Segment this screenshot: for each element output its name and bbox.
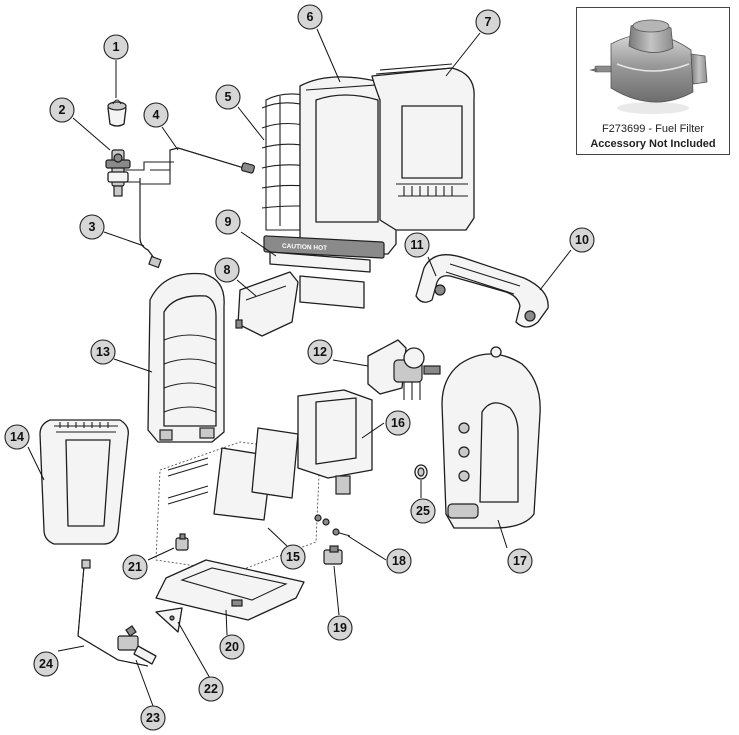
leader-lines (27, 28, 572, 707)
part-17-side-housing (441, 346, 541, 529)
callout-13: 13 (90, 339, 116, 365)
part-18-screws (314, 514, 351, 537)
svg-text:18: 18 (392, 554, 406, 568)
callout-1: 1 (103, 34, 129, 60)
callout-22: 22 (198, 676, 224, 702)
part-1-regulator-cap (107, 99, 127, 127)
svg-text:21: 21 (128, 560, 142, 574)
part-20-base-tray (155, 559, 305, 621)
svg-text:10: 10 (575, 233, 589, 247)
svg-text:20: 20 (225, 640, 239, 654)
part-13-rear-housing (147, 272, 225, 443)
callout-10: 10 (569, 227, 595, 253)
callout-19: 19 (327, 615, 353, 641)
svg-text:3: 3 (89, 220, 96, 234)
part-7-back-frame (371, 63, 475, 231)
part-16-burner-box (297, 389, 373, 495)
svg-text:7: 7 (485, 15, 492, 29)
callout-8: 8 (214, 257, 240, 283)
callout-15: 15 (280, 544, 306, 570)
svg-text:2: 2 (59, 103, 66, 117)
callout-3: 3 (79, 214, 105, 240)
callout-25: 25 (410, 498, 436, 524)
svg-text:23: 23 (146, 711, 160, 725)
part-15-radiant-panel-group (155, 427, 321, 573)
svg-text:12: 12 (313, 345, 327, 359)
part-12-burner-assembly (367, 339, 441, 400)
svg-text:14: 14 (10, 430, 24, 444)
callout-18: 18 (386, 548, 412, 574)
callout-7: 7 (475, 9, 501, 35)
callout-21: 21 (122, 554, 148, 580)
accessory-part-number: F273699 - Fuel Filter (601, 123, 705, 135)
svg-text:5: 5 (225, 90, 232, 104)
part-3-tube (139, 178, 162, 269)
callout-5: 5 (215, 84, 241, 110)
part-6-front-housing: CAUTION HOT (263, 76, 397, 259)
callout-6: 6 (297, 4, 323, 30)
svg-text:22: 22 (204, 682, 218, 696)
callout-16: 16 (385, 410, 411, 436)
part-4-hose-line (140, 147, 255, 185)
callout-11: 11 (404, 232, 430, 258)
fuel-filter-icon (589, 19, 708, 114)
svg-text:19: 19 (333, 621, 347, 635)
part-22-bracket (155, 607, 183, 633)
callout-4: 4 (143, 102, 169, 128)
callout-14: 14 (4, 424, 30, 450)
part-21-clip (175, 533, 189, 551)
svg-text:13: 13 (96, 345, 110, 359)
accessory-panel: F273699 - Fuel Filter Accessory Not Incl… (576, 7, 730, 155)
accessory-note: Accessory Not Included (590, 138, 716, 150)
callout-20: 20 (219, 634, 245, 660)
svg-text:24: 24 (39, 657, 53, 671)
svg-text:11: 11 (410, 238, 423, 252)
part-2-valve-assembly (105, 149, 174, 197)
callout-12: 12 (307, 339, 333, 365)
part-23-24-pilot-assembly (77, 559, 157, 667)
part-14-grill-frame (39, 419, 129, 545)
svg-text:17: 17 (513, 554, 527, 568)
svg-text:6: 6 (307, 10, 314, 24)
svg-text:25: 25 (416, 504, 430, 518)
part-8-heat-shield (235, 271, 299, 337)
svg-text:16: 16 (391, 416, 405, 430)
caution-hot-label: CAUTION HOT (282, 243, 327, 252)
svg-text:1: 1 (113, 40, 120, 54)
part-9-bracket-plate (269, 251, 371, 309)
part-25-o-ring (414, 464, 428, 480)
callout-23: 23 (140, 705, 166, 731)
svg-text:4: 4 (153, 108, 160, 122)
svg-text:8: 8 (224, 263, 231, 277)
callout-9: 9 (215, 209, 241, 235)
svg-text:15: 15 (286, 550, 300, 564)
callout-17: 17 (507, 548, 533, 574)
part-19-switch (323, 545, 343, 565)
svg-text:9: 9 (225, 215, 232, 229)
callout-24: 24 (33, 651, 59, 677)
part-10-11-handle (415, 254, 549, 328)
callout-2: 2 (49, 97, 75, 123)
